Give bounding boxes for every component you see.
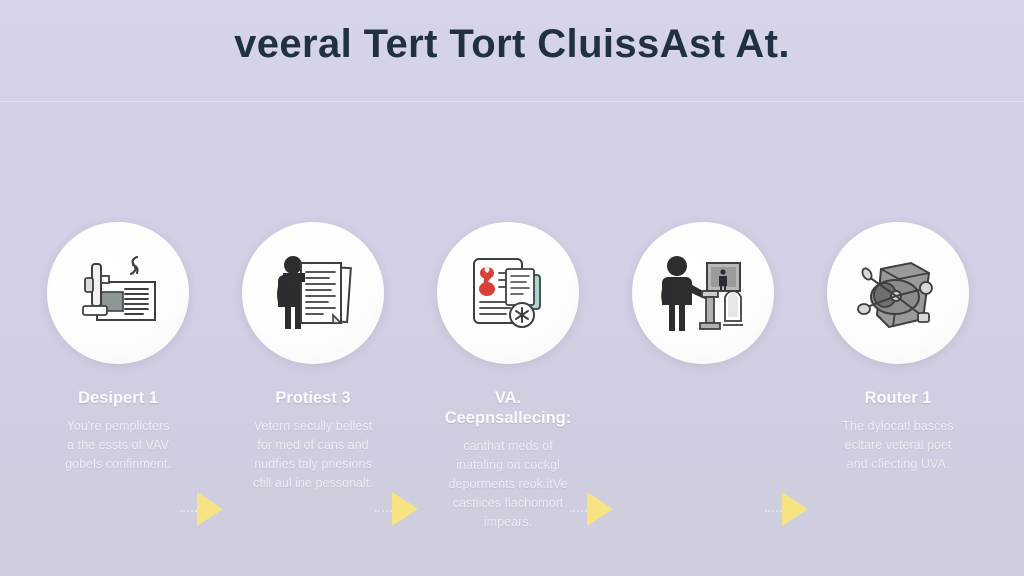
step-1-icon-bubble	[47, 222, 189, 364]
header-divider	[0, 101, 1024, 102]
step-2-caption: Protiest 3 Vetern secully bellest for me…	[217, 388, 409, 493]
step-1-body-line-2: a the essts of VAV	[67, 438, 169, 452]
process-step-4[interactable]	[632, 222, 774, 372]
step-5-caption: Router 1 The dylocatl basces ecltare vet…	[802, 388, 994, 474]
step-3-body-line-5: impears.	[483, 515, 533, 529]
step-3-icon-bubble	[437, 222, 579, 364]
page-title: veeral Tert Tort CluissAst At.	[234, 22, 790, 66]
step-1-body: You're pemplicters a the essts of VAV go…	[22, 417, 214, 474]
step-3-body-line-2: inataling on cockgl	[456, 458, 560, 472]
step-1-body-line-1: You're pemplicters	[66, 419, 170, 433]
header-band	[0, 0, 1024, 101]
step-3-caption: VA. Ceepnsallecing: canthat meds of inat…	[412, 388, 604, 532]
step-2-heading: Protiest 3	[275, 389, 351, 407]
connector-line-3	[570, 510, 590, 513]
process-step-1[interactable]	[47, 222, 189, 372]
step-2-icon-bubble	[242, 222, 384, 364]
step-5-body-line-3: and cfiecting UVA.	[846, 457, 950, 471]
arrow-step2-to-step3	[392, 492, 420, 526]
step-2-body: Vetern secully bellest for med of cans a…	[217, 417, 409, 493]
process-step-3[interactable]	[437, 222, 579, 372]
step-5-heading: Router 1	[864, 389, 932, 407]
person-holding-documents-icon	[277, 256, 352, 329]
step-1-body-line-3: gobels confinment.	[65, 457, 171, 471]
person-presenting-podium-icon	[661, 256, 743, 331]
step-5-body-line-1: The dylocatl basces	[842, 419, 954, 433]
step-3-body: canthat meds of inataling on cockgl depo…	[412, 437, 604, 532]
step-2-body-line-1: Vetern secully bellest	[253, 419, 373, 433]
step-3-heading-line-2: Ceepnsallecing:	[444, 409, 572, 427]
step-3-body-line-1: canthat meds of	[463, 439, 553, 453]
process-steps-row	[0, 222, 1024, 526]
step-5-icon-bubble	[827, 222, 969, 364]
step-4-icon-bubble	[632, 222, 774, 364]
step-2-body-line-4: ctill aul ine pessonalt.	[253, 476, 373, 490]
step-3-body-line-3: deporments reok.itVe	[448, 477, 568, 491]
process-step-5[interactable]	[827, 222, 969, 372]
connector-line-2	[375, 510, 395, 513]
step-2-body-line-3: nudfies taly priesions	[254, 457, 372, 471]
step-captions-row: Desipert 1 You're pemplicters a the esst…	[0, 388, 1024, 558]
connector-line-4	[765, 510, 785, 513]
arrow-step3-to-step4	[587, 492, 615, 526]
step-1-caption: Desipert 1 You're pemplicters a the esst…	[22, 388, 214, 474]
step-3-body-line-4: castlices flachomort	[452, 496, 564, 510]
machinery-network-icon	[857, 261, 933, 329]
step-3-heading: VA.	[494, 389, 522, 407]
arrow-step1-to-step2	[197, 492, 225, 526]
step-5-body-line-2: ecltare veteral poet	[844, 438, 952, 452]
step-5-body: The dylocatl basces ecltare veteral poet…	[802, 417, 994, 474]
step-1-heading: Desipert 1	[78, 389, 158, 407]
document-machine-icon	[82, 256, 156, 321]
connector-line-1	[180, 510, 200, 513]
process-step-2[interactable]	[242, 222, 384, 372]
arrow-step4-to-step5	[782, 492, 810, 526]
step-2-body-line-2: for med of cans and	[257, 438, 369, 452]
lab-report-documents-icon	[473, 258, 541, 328]
